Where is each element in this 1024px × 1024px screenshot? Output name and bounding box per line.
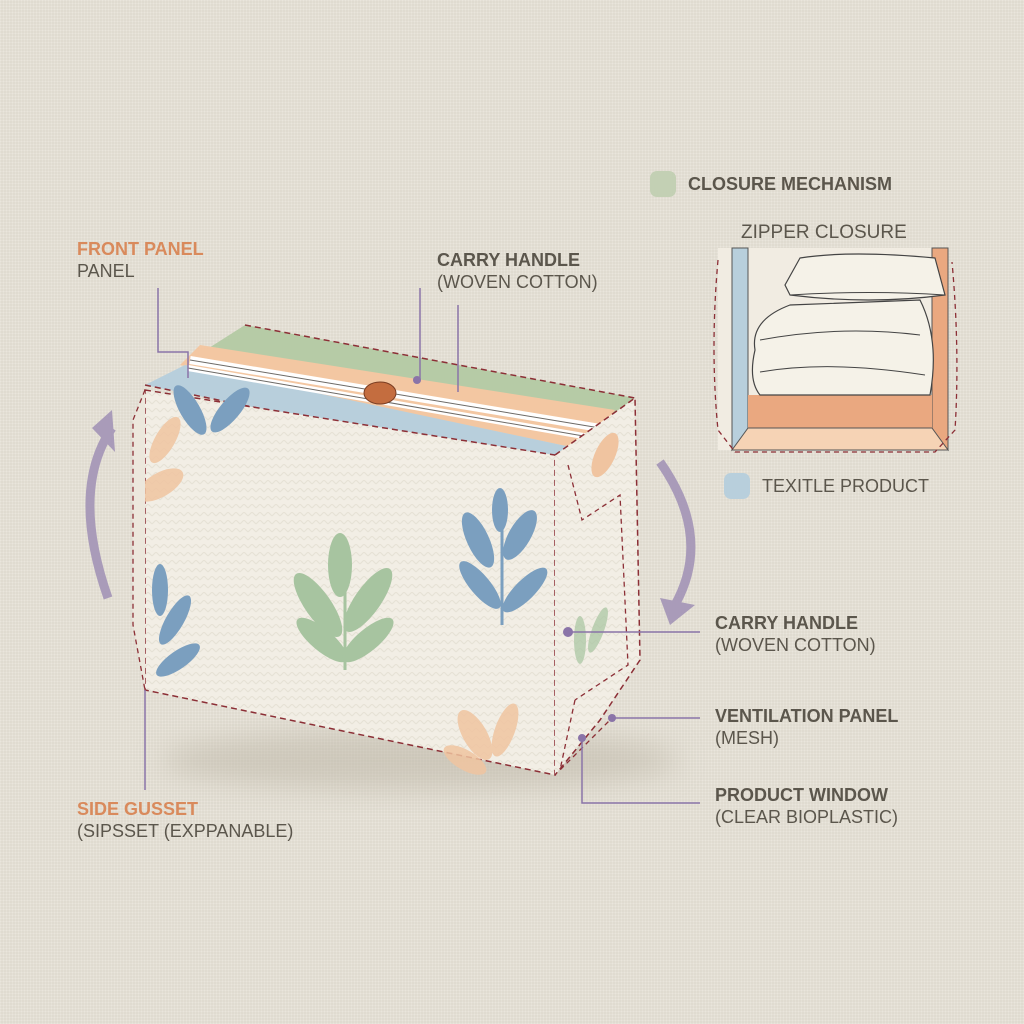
label-subtitle: (CLEAR BIOPLASTIC) — [715, 807, 899, 827]
label-subtitle: (WOVEN COTTON) — [715, 635, 876, 655]
legend-label: TEXITLE PRODUCT — [762, 475, 930, 496]
label-carry-handle-side: CARRY HANDLE (WOVEN COTTON) — [715, 612, 876, 656]
label-title: CARRY HANDLE — [437, 250, 581, 270]
label-subtitle: PANEL — [77, 261, 135, 281]
zipper-pull-icon — [363, 381, 397, 405]
label-title: FRONT PANEL — [77, 239, 204, 259]
leader-lines — [144, 288, 700, 804]
legend-textile-product: TEXITLE PRODUCT — [724, 473, 929, 499]
label-subtitle: (WOVEN COTTON) — [437, 272, 598, 292]
anchor-dot — [413, 376, 421, 384]
arrow-up-icon — [85, 425, 116, 600]
label-product-window: PRODUCT WINDOW (CLEAR BIOPLASTIC) — [715, 784, 898, 828]
label-title: CARRY HANDLE — [715, 613, 859, 633]
label-subtitle: (SIPSSET (EXPPANABLE) — [77, 821, 294, 841]
side-gusset-right — [554, 396, 641, 776]
label-ventilation-panel: VENTILATION PANEL (MESH) — [715, 705, 898, 749]
front-panel — [136, 385, 556, 776]
leaf-green — [293, 533, 394, 670]
label-side-gusset: SIDE GUSSET (SIPSSET (EXPPANABLE) — [77, 798, 293, 842]
legend-swatch — [650, 171, 676, 197]
label-front-panel: FRONT PANEL PANEL — [77, 238, 204, 282]
legend-swatch — [724, 473, 750, 499]
inset-title: ZIPPER CLOSURE — [741, 222, 907, 243]
label-subtitle: (MESH) — [715, 728, 779, 748]
arrow-down-icon — [656, 459, 696, 613]
side-gusset-left — [132, 389, 146, 691]
label-carry-handle-top: CARRY HANDLE (WOVEN COTTON) — [437, 249, 598, 293]
label-title: SIDE GUSSET — [77, 799, 199, 819]
leaf-peach — [136, 416, 519, 775]
legend-label: CLOSURE MECHANISM — [688, 173, 893, 194]
zipper-closure-inset — [713, 247, 958, 453]
leaf-blue — [152, 385, 548, 677]
legend-closure-mechanism: CLOSURE MECHANISM — [650, 171, 892, 197]
label-title: VENTILATION PANEL — [715, 706, 899, 726]
label-title: PRODUCT WINDOW — [715, 785, 888, 805]
